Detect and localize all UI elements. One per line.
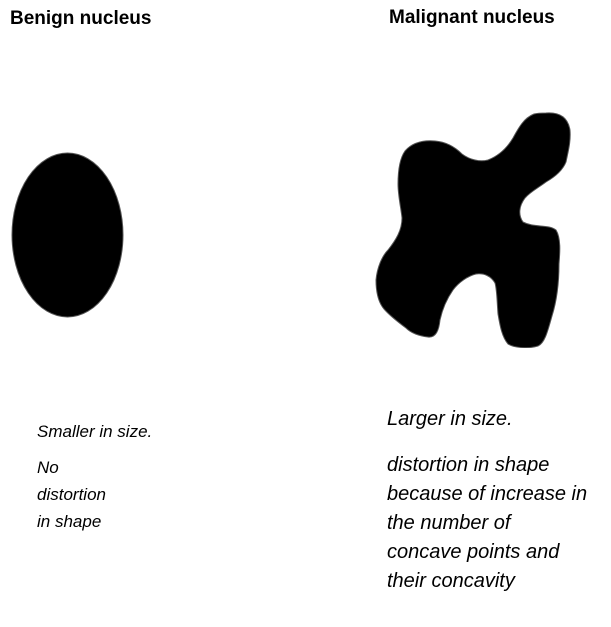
benign-nucleus-title: Benign nucleus — [10, 8, 152, 29]
benign-size-text: Smaller in size. — [37, 422, 153, 441]
benign-nucleus-shape — [11, 152, 124, 318]
malignant-nucleus-title: Malignant nucleus — [389, 7, 555, 28]
malignant-shape-line: the number of — [387, 512, 511, 534]
malignant-description: Larger in size. distortion in shape beca… — [387, 405, 609, 596]
malignant-nucleus-shape — [375, 112, 571, 348]
malignant-shape-line: their concavity — [387, 570, 515, 592]
malignant-shape-line: concave points and — [387, 541, 560, 563]
malignant-nucleus-blob — [375, 112, 571, 348]
malignant-shape-line: because of increase in — [387, 483, 588, 505]
benign-shape-text: No distortion in shape — [37, 454, 152, 535]
benign-shape-line: in shape — [37, 512, 102, 531]
benign-description: Smaller in size. No distortion in shape — [37, 418, 152, 535]
malignant-shape-line: distortion in shape — [387, 454, 550, 476]
benign-nucleus-ellipse — [11, 152, 124, 318]
malignant-shape-text: distortion in shape because of increase … — [387, 451, 609, 596]
benign-shape-line: No — [37, 458, 59, 477]
malignant-size-text: Larger in size. — [387, 408, 513, 430]
benign-shape-line: distortion — [37, 485, 106, 504]
